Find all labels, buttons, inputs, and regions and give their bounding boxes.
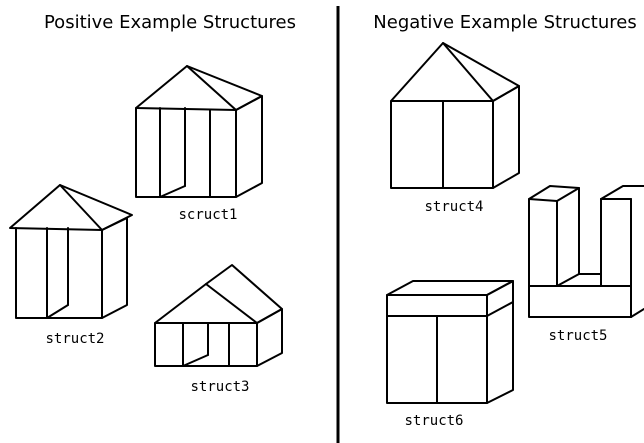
struct5-drawing — [528, 185, 644, 318]
struct2-drawing — [9, 184, 133, 319]
struct4-drawing — [390, 42, 520, 189]
struct1-label: scruct1 — [178, 207, 237, 223]
struct4-label: struct4 — [424, 199, 483, 215]
struct6-drawing — [386, 280, 514, 404]
struct6-label: struct6 — [404, 413, 463, 429]
struct5-label: struct5 — [548, 328, 607, 344]
struct3-label: struct3 — [190, 379, 249, 395]
struct2-label: struct2 — [45, 331, 104, 347]
negative-panel-title: Negative Example Structures — [373, 12, 636, 33]
struct3-drawing — [154, 264, 283, 367]
struct1-drawing — [135, 65, 263, 198]
positive-panel-title: Positive Example Structures — [44, 12, 296, 33]
